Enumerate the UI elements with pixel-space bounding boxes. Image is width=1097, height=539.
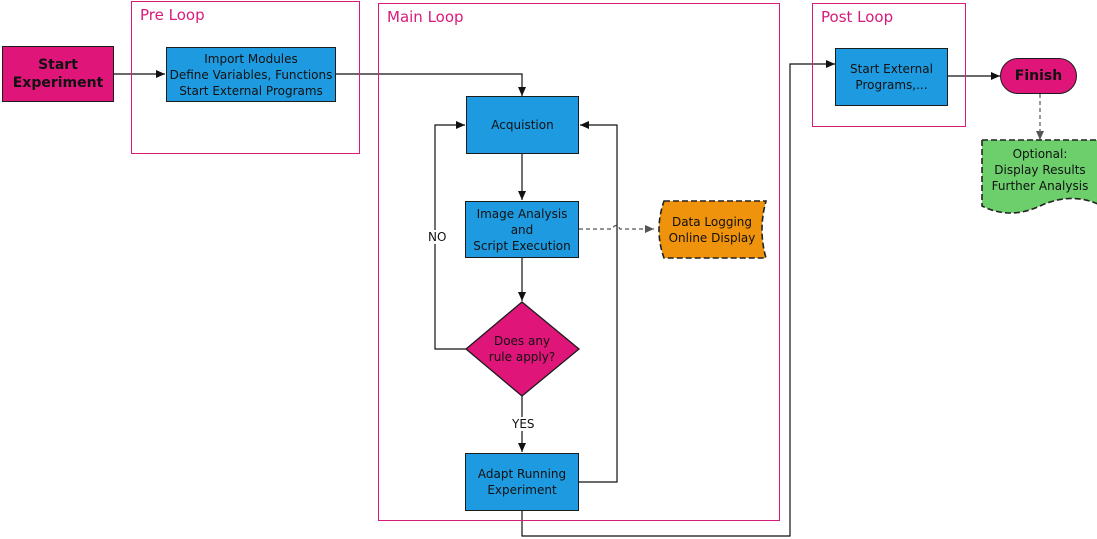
optional-document-shape [981, 139, 1097, 214]
decision-diamond [464, 301, 581, 397]
data-logging-label: Data Logging Online Display [668, 215, 756, 245]
main-loop-group: Main Loop [378, 3, 780, 521]
adapt-experiment-node: Adapt Running Experiment [465, 453, 579, 511]
post-loop-title: Post Loop [821, 8, 894, 26]
main-loop-title: Main Loop [387, 8, 464, 26]
image-analysis-node: Image Analysis and Script Execution [465, 201, 579, 258]
edge-preloop-to-acquisition [336, 73, 526, 96]
yes-edge-label: YES [511, 417, 536, 431]
post-loop-group: Post Loop [812, 3, 966, 127]
decision-label: Does any rule apply? [488, 334, 556, 364]
no-edge-label: NO [427, 230, 448, 244]
edge-adapt-to-acquisition [579, 121, 618, 483]
start-node: Start Experiment [2, 46, 114, 102]
post-loop-process: Start External Programs,... [835, 48, 948, 106]
pre-loop-process: Import Modules Define Variables, Functio… [166, 47, 336, 102]
pre-loop-group: Pre Loop [131, 1, 360, 154]
finish-node: Finish [1000, 58, 1077, 94]
optional-label: Optional: Display Results Further Analys… [991, 147, 1089, 193]
acquisition-node: Acquistion [466, 96, 579, 154]
edge-adapt-to-postloop [521, 60, 835, 537]
edge-analysis-to-datalogging [579, 224, 654, 233]
pre-loop-title: Pre Loop [140, 6, 205, 24]
data-logging-shape [658, 200, 768, 259]
